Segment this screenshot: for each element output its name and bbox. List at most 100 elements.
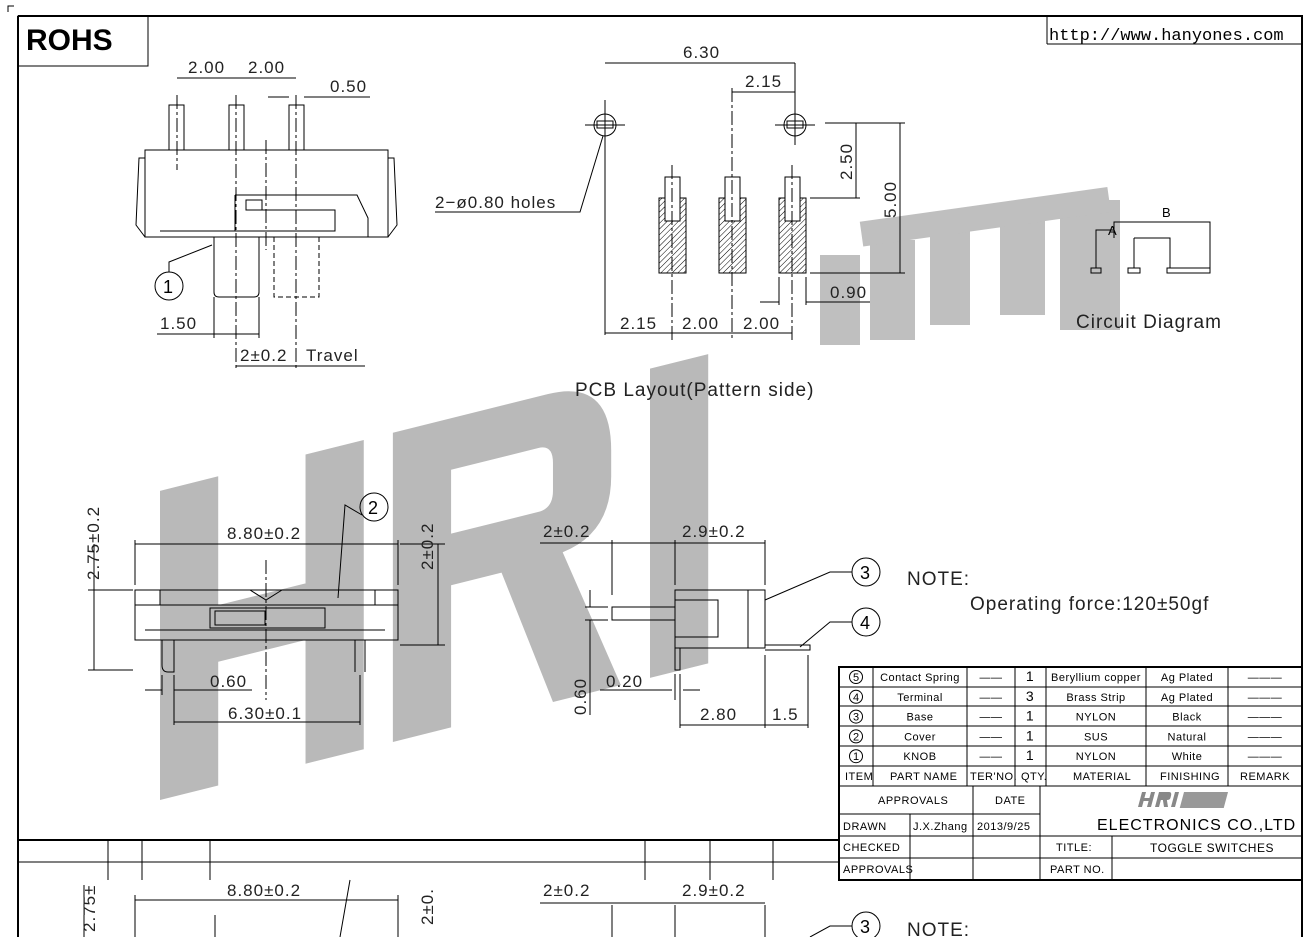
- cell-finishing: Ag Plated: [1161, 692, 1213, 704]
- approvals-header: APPROVALS: [878, 795, 948, 807]
- cell-material: Beryllium copper: [1051, 672, 1141, 684]
- title-label: TITLE:: [1056, 842, 1092, 854]
- hri-watermark-cn: [820, 187, 1120, 345]
- dim-pin-width: 0.50: [330, 77, 367, 96]
- drawn-date: 2013/9/25: [977, 821, 1030, 833]
- item-number-circle: [849, 749, 863, 764]
- circuit-caption: Circuit Diagram: [1076, 312, 1222, 333]
- cell-remark: ———: [1248, 712, 1283, 724]
- header-remark: REMARK: [1240, 771, 1290, 783]
- dim-2-75: 2.75±0.2: [84, 506, 103, 580]
- callout-3: 3: [860, 563, 870, 583]
- dim-2-80: 2.80: [700, 705, 737, 724]
- cell-qty: 1: [1026, 727, 1034, 743]
- callout-1: 1: [163, 277, 173, 297]
- cell-ter: ——: [980, 672, 1003, 684]
- company-name: ELECTRONICS CO.,LTD: [1097, 817, 1296, 834]
- drawing-title: TOGGLE SWITCHES: [1150, 841, 1274, 855]
- item-number-circle: [849, 729, 863, 744]
- cell-remark: ———: [1248, 672, 1283, 684]
- cell-material: NYLON: [1076, 751, 1116, 763]
- dim-0-90: 0.90: [830, 283, 867, 302]
- item-number: 3: [853, 712, 860, 724]
- dim-2-9: 2.9±0.2: [682, 522, 746, 541]
- dim-travel: 2±0.2: [240, 346, 287, 365]
- circuit-diagram: A B Circuit Diagram: [1076, 205, 1222, 333]
- repeat-dim-2-9: 2.9±0.2: [682, 881, 746, 900]
- item-number: 5: [853, 672, 860, 684]
- note-title: NOTE:: [907, 569, 970, 590]
- dim-2-side: 2±0.2: [543, 522, 590, 541]
- item-number-circle: [849, 689, 863, 704]
- top-view: 2.00 2.00 0.50 1 1.50 2±0.2 Travel: [135, 58, 398, 370]
- cell-finishing: White: [1172, 751, 1203, 763]
- dim-2-00-a: 2.00: [682, 314, 719, 333]
- dim-0-60-side: 0.60: [571, 678, 590, 715]
- cell-finishing: Ag Plated: [1161, 672, 1213, 684]
- cell-ter: ——: [980, 692, 1003, 704]
- cell-material: Brass Strip: [1066, 692, 1125, 704]
- repeat-callout-3: 3: [860, 917, 870, 937]
- item-number-circle: [849, 709, 863, 724]
- cell-name: KNOB: [903, 751, 936, 763]
- approvals-label: APPROVALS: [843, 864, 913, 876]
- cell-qty: 1: [1026, 668, 1034, 684]
- dim-2-15-bottom: 2.15: [620, 314, 657, 333]
- cell-remark: ———: [1248, 751, 1283, 763]
- pcb-layout: 6.30 2.15 2.50 5.00 0.90 2.15 2.00 2.00 …: [435, 43, 905, 401]
- header-finishing: FINISHING: [1160, 771, 1220, 783]
- repeat-dim-2-side: 2±0.2: [543, 881, 590, 900]
- dim-pitch-2: 2.00: [248, 58, 285, 77]
- dim-8-80: 8.80±0.2: [227, 524, 301, 543]
- drawing-frame: [17, 15, 1303, 937]
- cell-material: NYLON: [1076, 712, 1116, 724]
- repeat-dim-2: 2±0.: [418, 888, 437, 925]
- repeat-strip: 2.75± 8.80±0.2 2±0. 2±0.2 2.9±0.2 3 NOTE…: [18, 839, 969, 937]
- cell-remark: ———: [1248, 731, 1283, 743]
- bom-row: 1 KNOB —— 1 NYLON White ———: [849, 747, 1283, 764]
- circuit-label-a: A: [1108, 223, 1117, 238]
- company-logo: [1138, 792, 1229, 808]
- title-block: APPROVALS DATE DRAWN J.X.Zhang 2013/9/25…: [843, 792, 1296, 876]
- note-text: Operating force:120±50gf: [970, 594, 1209, 615]
- cell-qty: 3: [1026, 688, 1034, 704]
- item-number: 1: [853, 751, 860, 763]
- header-ter-no: TER'NO.: [970, 771, 1017, 783]
- cell-qty: 1: [1026, 708, 1034, 724]
- cell-finishing: Natural: [1168, 731, 1207, 743]
- dim-5-00: 5.00: [881, 181, 900, 218]
- pcb-caption: PCB Layout(Pattern side): [575, 380, 814, 401]
- header-material: MATERIAL: [1073, 771, 1131, 783]
- website-url[interactable]: http://www.hanyones.com: [1049, 27, 1284, 46]
- bom-row: 5 Contact Spring —— 1 Beryllium copper Ag Pla…: [849, 668, 1283, 684]
- cell-ter: ——: [980, 731, 1003, 743]
- cell-name: Base: [906, 712, 933, 724]
- bom-header-row: ITEM PART NAME TER'NO. QTY. MATERIAL FIN…: [845, 771, 1290, 783]
- dim-height-2: 2±0.2: [418, 523, 437, 570]
- rohs-box: [17, 15, 149, 67]
- date-header: DATE: [995, 795, 1026, 807]
- holes-label: 2−ø0.80 holes: [435, 193, 556, 212]
- repeat-dim-2-75: 2.75±: [80, 885, 99, 932]
- callout-2: 2: [368, 498, 378, 518]
- rohs-label: ROHS: [26, 24, 113, 57]
- checked-label: CHECKED: [843, 842, 900, 854]
- cell-name: Terminal: [897, 692, 943, 704]
- part-no-label: PART NO.: [1050, 864, 1105, 876]
- item-number: 4: [853, 692, 860, 704]
- header-item: ITEM: [845, 771, 873, 783]
- side-view: 2±0.2 2.9±0.2 0.60 0.20 2.80 1.5 3 4: [540, 522, 881, 728]
- cell-qty: 1: [1026, 747, 1034, 763]
- cell-name: Contact Spring: [880, 672, 960, 684]
- cell-remark: ———: [1248, 692, 1283, 704]
- travel-label: Travel: [306, 346, 359, 365]
- header-part-name: PART NAME: [890, 771, 957, 783]
- cell-name: Cover: [904, 731, 936, 743]
- dim-0-60: 0.60: [210, 672, 247, 691]
- cell-ter: ——: [980, 751, 1003, 763]
- hri-watermark-logo: [160, 354, 709, 800]
- item-number-circle: [849, 670, 863, 684]
- dim-6-30: 6.30±0.1: [228, 704, 302, 723]
